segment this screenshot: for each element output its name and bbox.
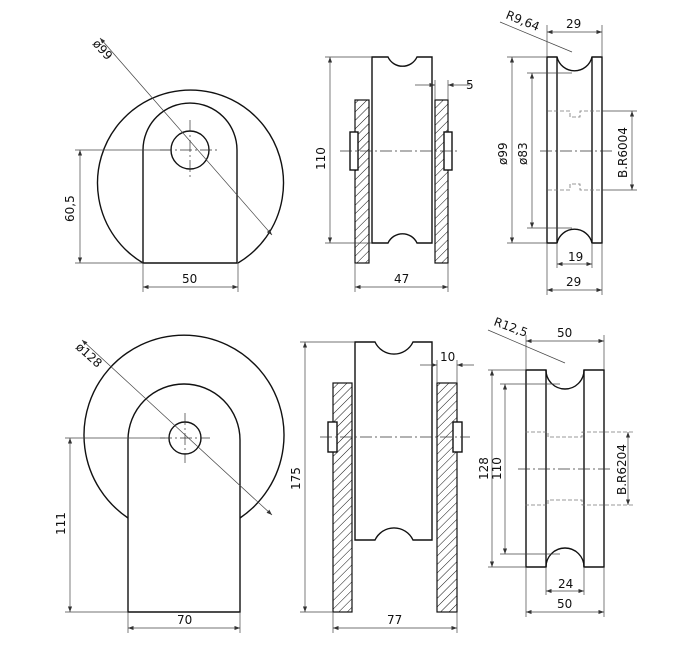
dim-width: 47 — [394, 272, 409, 286]
dim-groove-width: 24 — [558, 577, 573, 591]
dim-groove-width: 19 — [568, 250, 583, 264]
dim-bottom-width: 50 — [557, 597, 572, 611]
small-pulley-front-view: ø99 60,5 50 — [63, 37, 285, 292]
large-pulley-side-view: 175 10 77 — [289, 341, 474, 633]
dim-flange: 10 — [440, 350, 455, 364]
large-pulley-front-view: ø128 111 70 — [54, 334, 285, 633]
dim-height: 111 — [54, 512, 68, 535]
dim-width: 70 — [177, 613, 192, 627]
dim-width: 50 — [182, 272, 197, 286]
dim-top-width: 29 — [566, 17, 581, 31]
dim-width: 77 — [387, 613, 402, 627]
dim-height: 60,5 — [63, 195, 77, 222]
dim-bearing: B.R6204 — [615, 444, 629, 495]
dim-groove-diameter: 110 — [490, 457, 504, 480]
small-pulley-side-view: 110 5 47 — [314, 56, 474, 292]
dim-diameter: ø99 — [90, 37, 116, 63]
dim-outer-diameter: 128 — [477, 457, 491, 480]
dim-outer-diameter: ø99 — [496, 142, 510, 165]
dim-height: 175 — [289, 467, 303, 490]
dim-groove-diameter: ø83 — [516, 142, 530, 165]
dim-bottom-width: 29 — [566, 275, 581, 289]
dim-radius: R12,5 — [492, 315, 530, 340]
dim-diameter: ø128 — [73, 340, 105, 371]
dim-flange: 5 — [466, 78, 474, 92]
dim-bearing: B.R6004 — [616, 127, 630, 178]
dim-top-width: 50 — [557, 326, 572, 340]
small-wheel-view: R9,64 29 ø99 ø83 B.R6004 19 29 — [496, 8, 637, 295]
large-wheel-view: R12,5 50 128 110 B.R6204 24 50 — [477, 315, 633, 617]
dim-height: 110 — [314, 147, 328, 170]
dim-radius: R9,64 — [504, 8, 542, 34]
